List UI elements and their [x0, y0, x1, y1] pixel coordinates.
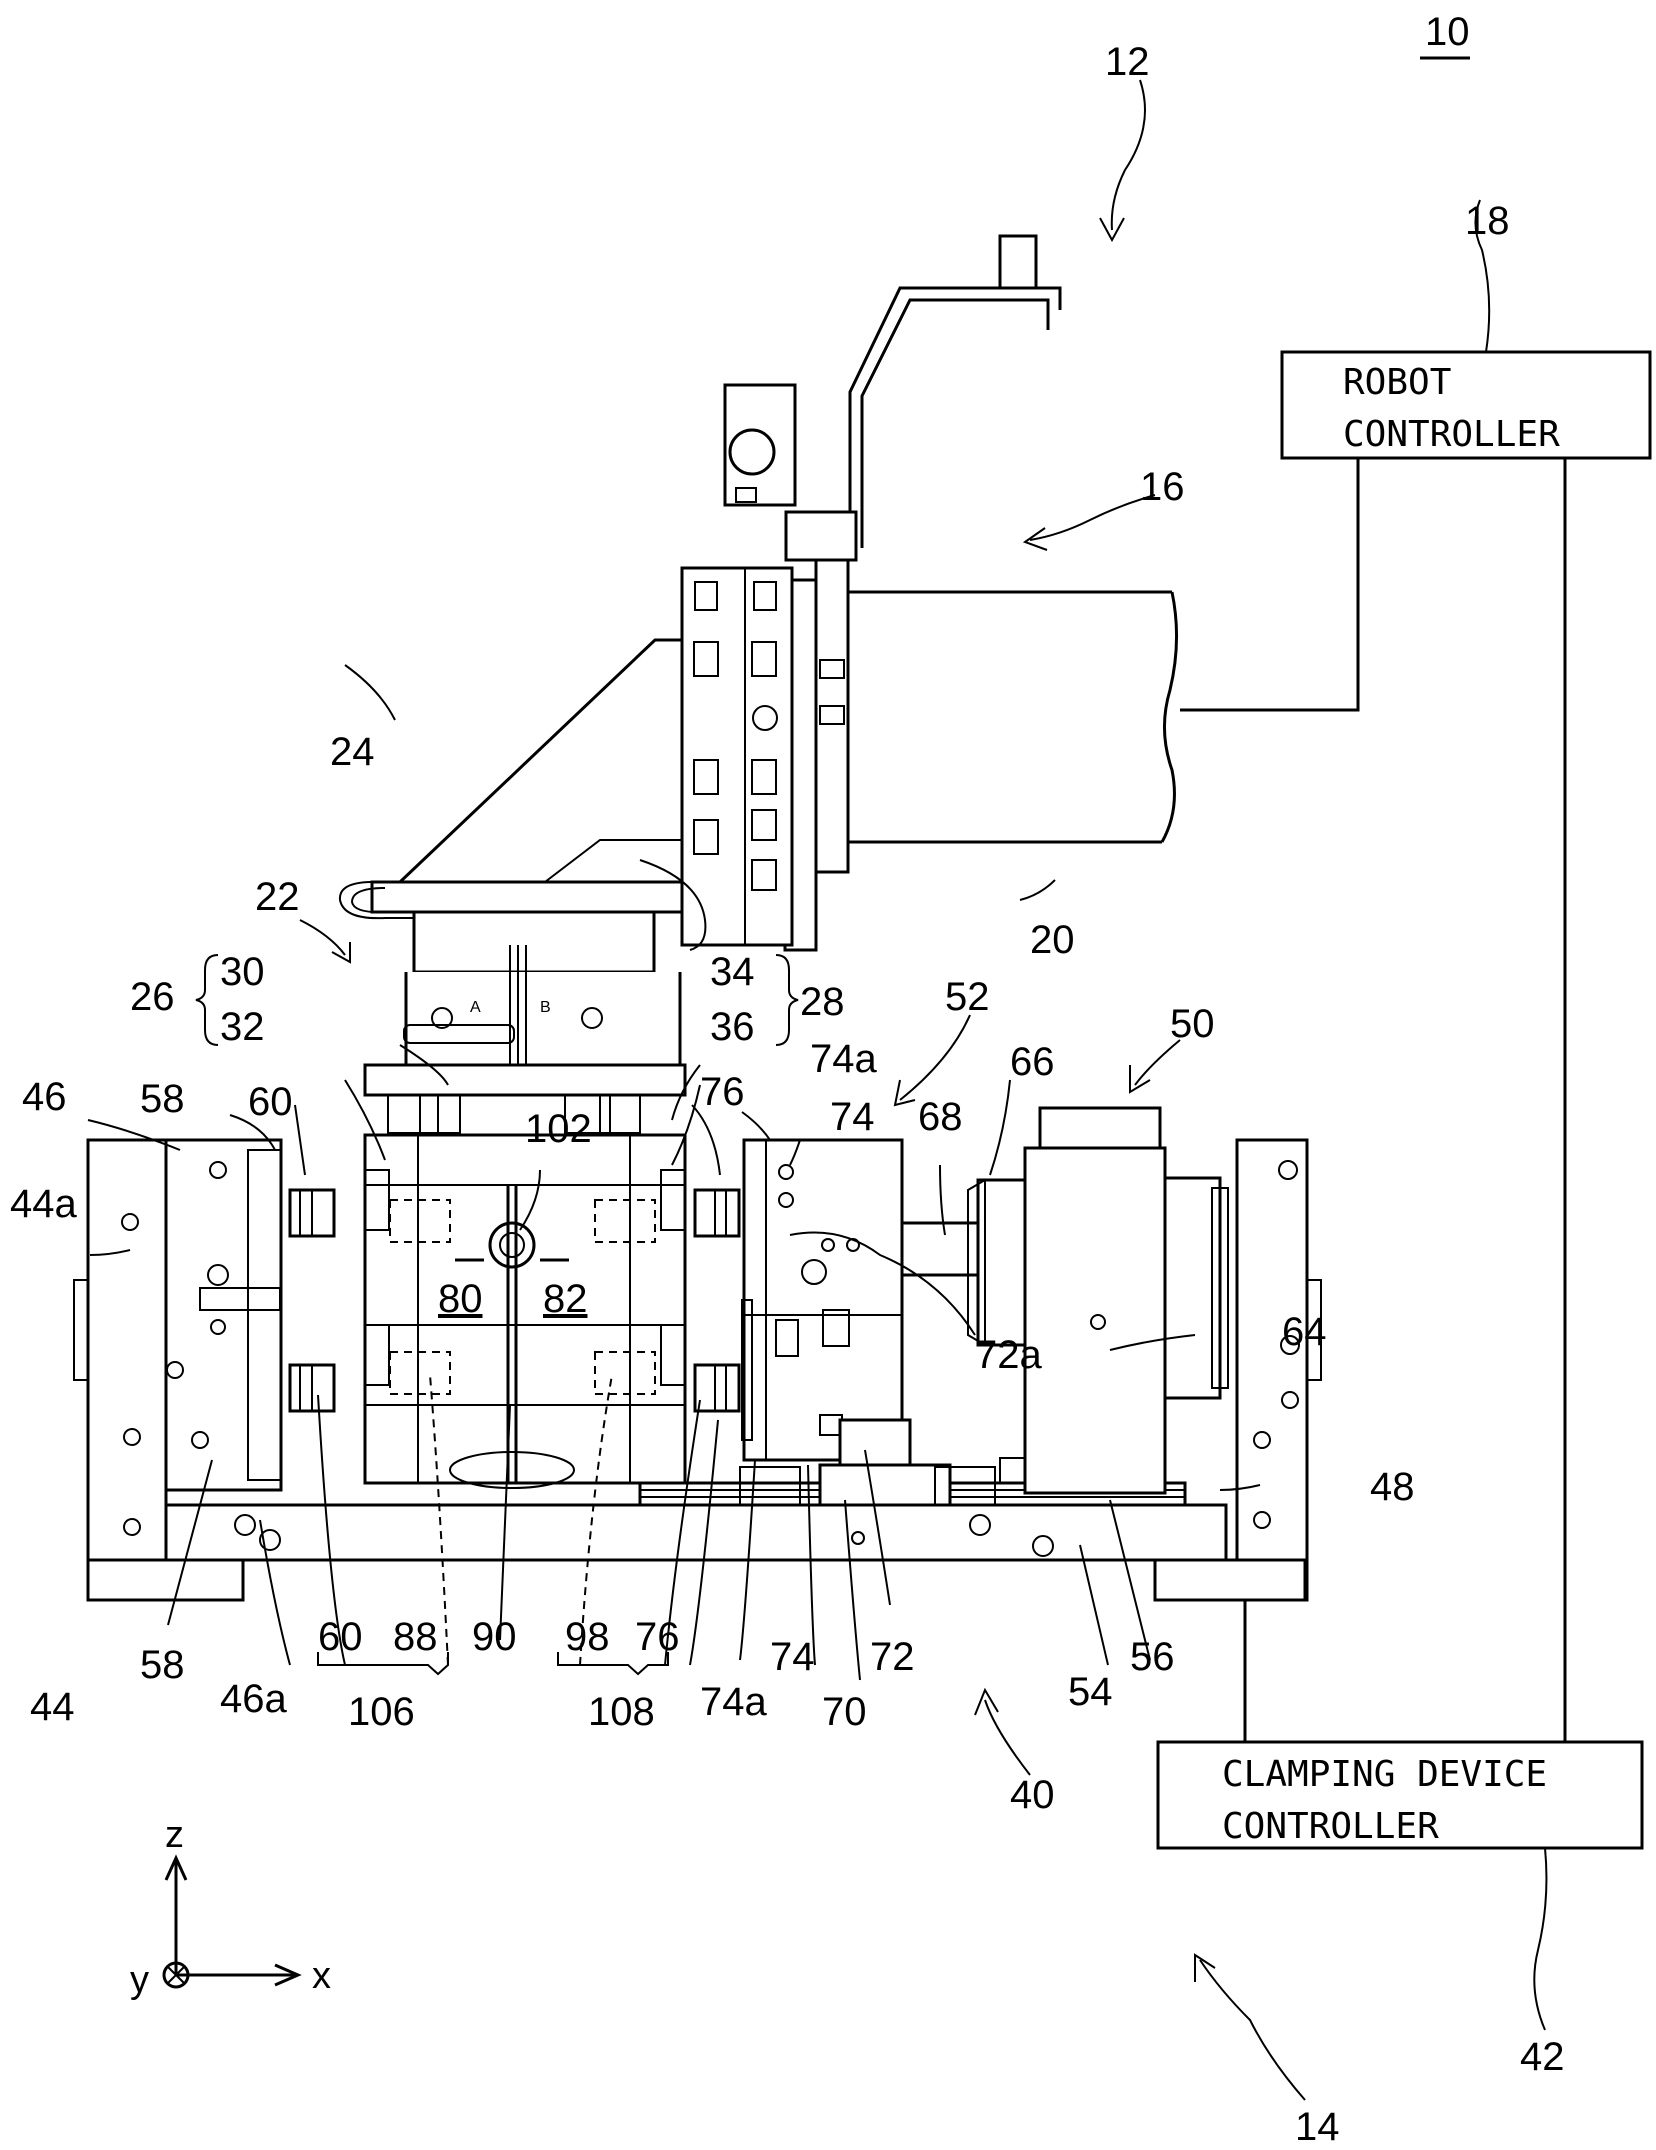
clamping-controller-box: CLAMPING DEVICE CONTROLLER — [1158, 1742, 1642, 1848]
ref-60-bottom: 60 — [318, 1615, 363, 1659]
robot-controller-box: ROBOT CONTROLLER — [1282, 352, 1650, 458]
robot-controller-label-1: ROBOT — [1343, 362, 1451, 403]
axis-label-z: z — [165, 1814, 184, 1856]
ref-58-top: 58 — [140, 1077, 185, 1121]
ref-22: 22 — [255, 875, 300, 919]
ref-48: 48 — [1370, 1465, 1415, 1509]
ref-10: 10 — [1425, 10, 1470, 54]
ref-18: 18 — [1465, 199, 1510, 243]
ref-60-top: 60 — [248, 1080, 293, 1124]
ref-76-top: 76 — [700, 1070, 745, 1114]
ref-88: 88 — [393, 1615, 438, 1659]
ref-12: 12 — [1105, 40, 1150, 84]
axis-label-x: x — [312, 1955, 331, 1997]
robot-controller-label-2: CONTROLLER — [1343, 414, 1560, 455]
ref-28: 28 — [800, 980, 845, 1024]
axis-label-y: y — [130, 1959, 149, 2001]
gripper-22: A B — [365, 912, 685, 1133]
ref-26: 26 — [130, 975, 175, 1019]
ref-40: 40 — [1010, 1773, 1055, 1817]
ref-52: 52 — [945, 975, 990, 1019]
ref-74a-top: 74a — [810, 1037, 877, 1081]
ref-82: 82 — [543, 1277, 588, 1321]
ref-20: 20 — [1030, 918, 1075, 962]
ref-30: 30 — [220, 950, 265, 994]
ref-46: 46 — [22, 1075, 67, 1119]
ref-50: 50 — [1170, 1002, 1215, 1046]
ref-44a: 44a — [10, 1182, 77, 1226]
ref-36: 36 — [710, 1005, 755, 1049]
ref-108: 108 — [588, 1690, 655, 1734]
ref-58-bottom: 58 — [140, 1643, 185, 1687]
ref-102: 102 — [525, 1107, 592, 1151]
ref-14: 14 — [1295, 2105, 1340, 2149]
ref-74-bottom: 74 — [770, 1635, 815, 1679]
ref-80: 80 — [438, 1277, 483, 1321]
workpiece — [365, 1135, 685, 1488]
ref-56: 56 — [1130, 1635, 1175, 1679]
ref-76-bottom: 76 — [635, 1615, 680, 1659]
ref-74-top: 74 — [830, 1095, 875, 1139]
ref-90: 90 — [472, 1615, 517, 1659]
jaw-mark-b: B — [540, 999, 551, 1016]
ref-66: 66 — [1010, 1040, 1055, 1084]
ref-64: 64 — [1282, 1310, 1327, 1354]
ref-24: 24 — [330, 730, 375, 774]
ref-106: 106 — [348, 1690, 415, 1734]
clamping-controller-label-1: CLAMPING DEVICE — [1222, 1754, 1547, 1795]
ref-72a: 72a — [975, 1333, 1042, 1377]
ref-46a: 46a — [220, 1677, 287, 1721]
jaw-mark-a: A — [470, 999, 481, 1016]
ref-32: 32 — [220, 1005, 265, 1049]
clamping-controller-label-2: CONTROLLER — [1222, 1806, 1439, 1847]
ref-16: 16 — [1140, 465, 1185, 509]
ref-54: 54 — [1068, 1670, 1113, 1714]
ref-74a-bottom: 74a — [700, 1680, 767, 1724]
ref-72: 72 — [870, 1635, 915, 1679]
robot-arm-20 — [785, 560, 1177, 950]
ref-42: 42 — [1520, 2035, 1565, 2079]
ref-34: 34 — [710, 950, 755, 994]
ref-68: 68 — [918, 1095, 963, 1139]
coordinate-axes: z x y — [130, 1814, 331, 2001]
ref-98: 98 — [565, 1615, 610, 1659]
ref-70: 70 — [822, 1690, 867, 1734]
ref-44: 44 — [30, 1685, 75, 1729]
